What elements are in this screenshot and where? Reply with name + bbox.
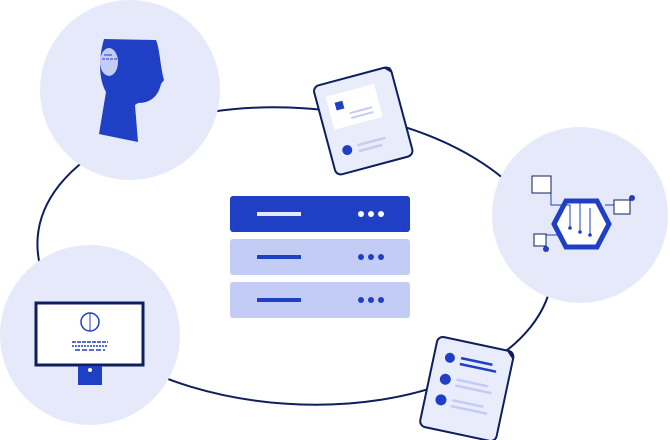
human-head-icon bbox=[40, 0, 220, 180]
server-unit-3 bbox=[230, 282, 410, 318]
monitor-brain-icon bbox=[0, 245, 180, 425]
checklist-icon bbox=[419, 335, 515, 440]
circuit-hexagon-icon bbox=[492, 127, 668, 303]
document-icon bbox=[313, 66, 414, 176]
server-unit-2 bbox=[230, 239, 410, 275]
server-unit-1 bbox=[230, 196, 410, 232]
server-stack-icon bbox=[230, 196, 410, 318]
